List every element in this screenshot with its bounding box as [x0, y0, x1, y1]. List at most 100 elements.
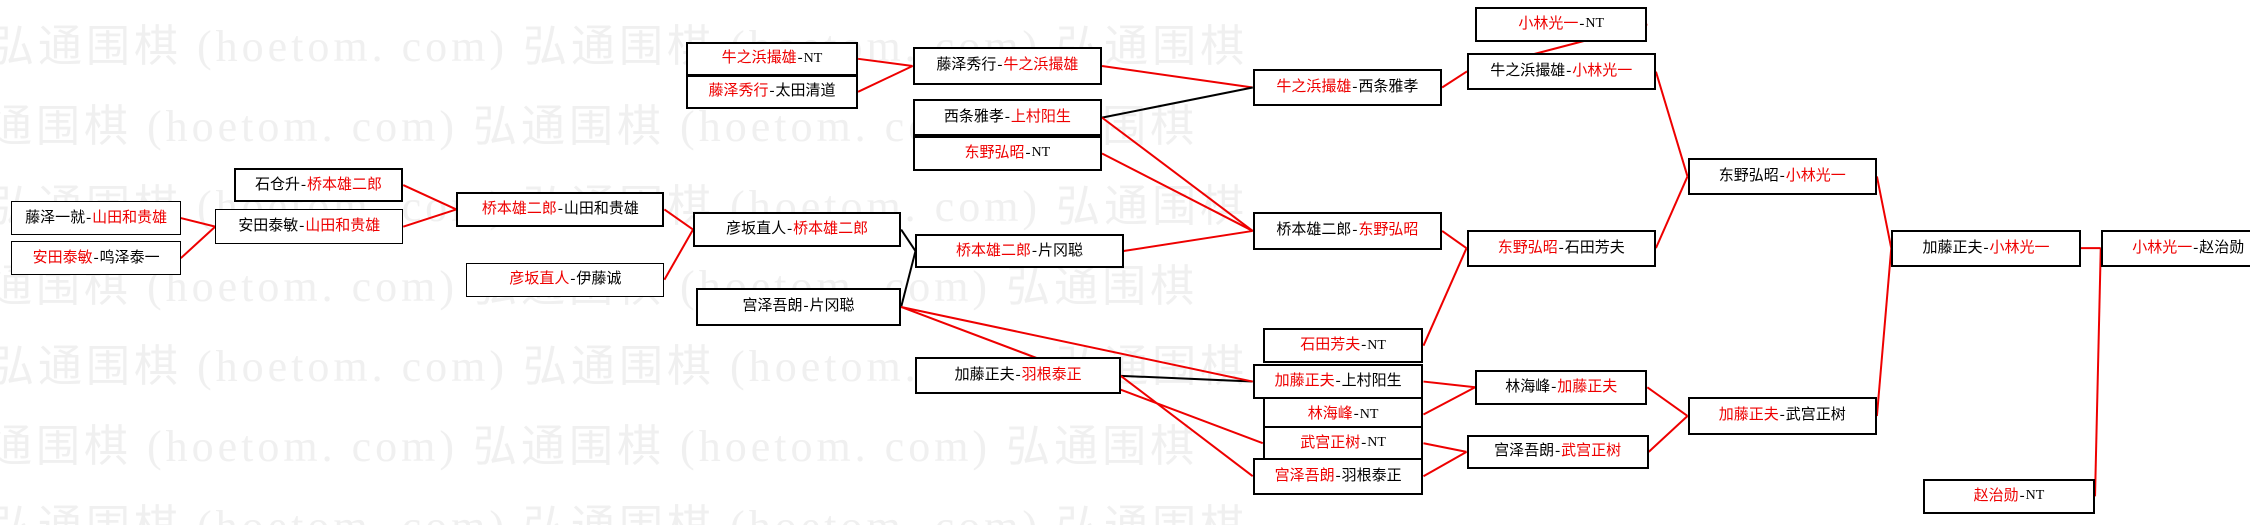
node-right-player: 武宫正树: [1785, 407, 1846, 424]
node-separator: -: [1335, 467, 1341, 484]
node-right-player: 上村阳生: [1341, 373, 1402, 390]
node-left-player: 林海峰: [1307, 406, 1353, 423]
bracket-node[interactable]: 藤泽一就-山田和贵雄: [11, 200, 181, 236]
node-left-player: 牛之浜撮雄: [1276, 78, 1352, 95]
node-right-player: 山田和贵雄: [92, 209, 168, 226]
node-left-player: 宫泽吾朗: [1274, 467, 1335, 484]
node-right-player: 太田清道: [775, 83, 836, 100]
bracket-node[interactable]: 小林光一-赵治勋: [2100, 229, 2250, 267]
node-left-player: 桥本雄二郎: [1276, 222, 1352, 239]
node-separator: -: [1779, 407, 1785, 424]
node-separator: -: [93, 249, 99, 266]
bracket-node[interactable]: 武宫正树-NT: [1262, 426, 1424, 461]
node-left-player: 东野弘昭: [1497, 239, 1558, 256]
node-right-player: 山田和贵雄: [563, 200, 639, 217]
node-separator: -: [1353, 406, 1359, 423]
node-right-player: 桥本雄二郎: [307, 176, 383, 193]
bracket-node[interactable]: 东野弘昭-石田芳夫: [1466, 229, 1656, 267]
node-left-player: 加藤正夫: [954, 367, 1015, 384]
node-right-player: 小林光一: [1989, 239, 2050, 256]
node-right-player: NT: [2025, 488, 2045, 504]
bracket-node[interactable]: 安田泰敏-山田和贵雄: [215, 209, 404, 244]
node-right-player: 鸣泽泰一: [99, 249, 160, 266]
node-left-player: 赵治勋: [1973, 487, 2019, 504]
node-separator: -: [997, 57, 1003, 74]
node-right-player: NT: [1367, 435, 1386, 451]
bracket-node[interactable]: 藤泽秀行-牛之浜撮雄: [912, 47, 1103, 85]
bracket-node[interactable]: 加藤正夫-小林光一: [1891, 229, 2081, 267]
node-right-player: 山田和贵雄: [305, 218, 381, 235]
bracket-node[interactable]: 赵治勋-NT: [1922, 479, 2096, 514]
node-right-player: 小林光一: [1785, 167, 1846, 184]
node-right-player: NT: [803, 50, 823, 66]
node-left-player: 藤泽秀行: [936, 57, 997, 74]
node-separator: -: [1025, 144, 1031, 161]
bracket-node[interactable]: 石仓升-桥本雄二郎: [233, 167, 404, 203]
node-left-player: 西条雅孝: [943, 109, 1004, 126]
bracket-node[interactable]: 牛之浜撮雄-小林光一: [1466, 53, 1656, 91]
bracket-node[interactable]: 东野弘昭-NT: [912, 136, 1103, 171]
node-separator: -: [1555, 443, 1561, 460]
node-separator: -: [570, 271, 576, 288]
bracket-node[interactable]: 桥本雄二郎-东野弘昭: [1252, 212, 1443, 250]
bracket-node[interactable]: 西条雅孝-上村阳生: [912, 98, 1103, 137]
bracket-node[interactable]: 安田泰敏-鸣泽泰一: [11, 240, 181, 276]
node-right-player: 桥本雄二郎: [793, 220, 869, 237]
bracket-node[interactable]: 宫泽吾朗-武宫正树: [1466, 434, 1649, 470]
node-separator: -: [86, 209, 92, 226]
node-left-player: 石田芳夫: [1300, 337, 1361, 354]
bracket-node[interactable]: 东野弘昭-小林光一: [1687, 157, 1877, 196]
node-separator: -: [1551, 378, 1557, 395]
node-left-player: 林海峰: [1505, 378, 1551, 395]
node-separator: -: [299, 218, 305, 235]
bracket-node[interactable]: 林海峰-加藤正夫: [1475, 370, 1648, 405]
node-separator: -: [1983, 239, 1989, 256]
bracket-node[interactable]: 宫泽吾朗-羽根泰正: [1252, 457, 1424, 495]
node-separator: -: [1361, 434, 1367, 451]
bracket-node[interactable]: 小林光一-NT: [1475, 7, 1648, 42]
node-separator: -: [1352, 78, 1358, 95]
bracket-node[interactable]: 牛之浜撮雄-西条雅孝: [1252, 68, 1443, 107]
bracket-node[interactable]: 桥本雄二郎-片冈聪: [915, 233, 1124, 269]
bracket-node[interactable]: 加藤正夫-武宫正树: [1687, 397, 1877, 435]
node-left-player: 牛之浜撮雄: [721, 50, 797, 67]
node-separator: -: [787, 220, 793, 237]
bracket-node[interactable]: 石田芳夫-NT: [1262, 328, 1424, 363]
bracket-node[interactable]: 加藤正夫-上村阳生: [1252, 364, 1424, 399]
bracket-node[interactable]: 桥本雄二郎-山田和贵雄: [456, 192, 665, 227]
node-right-player: 片冈聪: [809, 298, 855, 315]
node-left-player: 彦坂直人: [509, 271, 570, 288]
node-separator: -: [1032, 242, 1038, 259]
node-separator: -: [803, 298, 809, 315]
node-right-player: 伊藤诚: [576, 271, 622, 288]
bracket-node[interactable]: 藤泽秀行-太田清道: [685, 74, 859, 109]
node-right-player: 武宫正树: [1561, 443, 1622, 460]
bracket-node[interactable]: 宫泽吾朗-片冈聪: [695, 288, 902, 326]
node-right-player: NT: [1359, 406, 1379, 422]
node-right-player: NT: [1585, 16, 1605, 32]
node-separator: -: [2193, 239, 2199, 256]
node-separator: -: [1015, 367, 1021, 384]
node-left-player: 藤泽秀行: [708, 83, 769, 100]
bracket-node[interactable]: 林海峰-NT: [1262, 397, 1424, 432]
bracket-node[interactable]: 彦坂直人-桥本雄二郎: [693, 212, 902, 247]
bracket-node[interactable]: 加藤正夫-羽根泰正: [915, 357, 1121, 395]
node-right-player: 上村阳生: [1010, 109, 1071, 126]
node-right-player: 小林光一: [1572, 63, 1633, 80]
node-right-player: 羽根泰正: [1021, 367, 1082, 384]
node-separator: -: [797, 50, 803, 67]
bracket-node[interactable]: 牛之浜撮雄-NT: [685, 41, 859, 77]
node-left-player: 桥本雄二郎: [956, 242, 1032, 259]
node-separator: -: [1335, 373, 1341, 390]
node-left-player: 加藤正夫: [1922, 239, 1983, 256]
bracket-node[interactable]: 彦坂直人-伊藤诚: [466, 262, 665, 297]
node-left-player: 宫泽吾朗: [742, 298, 803, 315]
node-left-player: 安田泰敏: [238, 218, 299, 235]
node-separator: -: [301, 176, 307, 193]
node-left-player: 彦坂直人: [726, 220, 787, 237]
node-separator: -: [1779, 167, 1785, 184]
node-right-player: 西条雅孝: [1358, 78, 1419, 95]
node-left-player: 安田泰敏: [32, 249, 93, 266]
node-right-player: 东野弘昭: [1358, 222, 1419, 239]
